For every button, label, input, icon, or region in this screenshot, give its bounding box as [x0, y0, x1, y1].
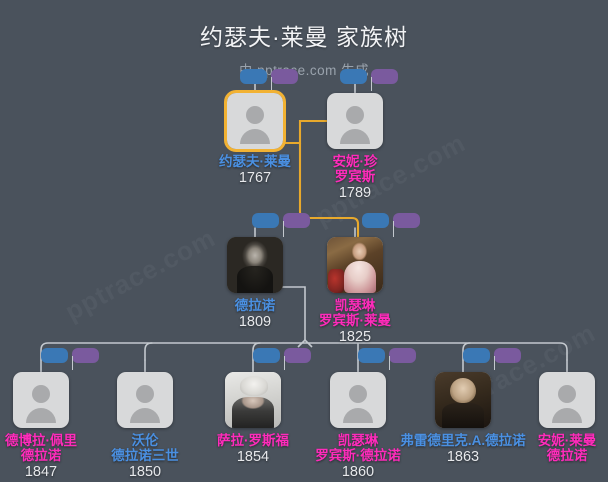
badge-pair-joseph[interactable] [240, 69, 298, 84]
badge-blue-icon[interactable] [252, 213, 279, 228]
portrait-delano[interactable] [227, 237, 283, 293]
person-name: 凯瑟琳 罗宾斯·德拉诺 [315, 433, 401, 463]
badge-purple-icon[interactable] [283, 213, 310, 228]
badge-blue-icon[interactable] [463, 348, 490, 363]
portrait-anne-jean-robbins[interactable] [327, 93, 383, 149]
portrait-frederic-a-delano[interactable] [435, 372, 491, 428]
portrait-anne-lyman-delano[interactable] [539, 372, 595, 428]
portrait-catherine-robbins-lyman[interactable] [327, 237, 383, 293]
person-node-catherine-robbins-delano[interactable]: 凯瑟琳 罗宾斯·德拉诺 1860 [306, 372, 410, 480]
person-node-joseph-lyman[interactable]: 约瑟夫·莱曼 1767 [203, 90, 307, 186]
person-year: 1809 [238, 314, 272, 330]
avatar-placeholder-icon [240, 129, 270, 144]
avatar-placeholder-icon [343, 408, 373, 423]
person-name: 约瑟夫·莱曼 [219, 154, 291, 169]
person-name: 弗雷德里克.A.德拉诺 [400, 433, 526, 448]
avatar-placeholder-icon [130, 408, 160, 423]
portrait-warren-delano-iii[interactable] [117, 372, 173, 428]
badge-purple-icon[interactable] [393, 213, 420, 228]
badge-blue-icon[interactable] [41, 348, 68, 363]
portrait-sarah-roosevelt[interactable] [225, 372, 281, 428]
badge-purple-icon[interactable] [72, 348, 99, 363]
person-name: 安妮·莱曼 德拉诺 [537, 433, 597, 463]
badge-purple-icon[interactable] [284, 348, 311, 363]
badge-purple-icon[interactable] [371, 69, 398, 84]
badge-link-anne [371, 77, 372, 91]
person-name: 萨拉·罗斯福 [217, 433, 289, 448]
badge-pair-delano[interactable] [252, 213, 310, 228]
portrait-catherine-robbins-delano[interactable] [330, 372, 386, 428]
person-node-warren-delano-iii[interactable]: 沃伦 德拉诺三世 1850 [93, 372, 197, 480]
badge-blue-icon[interactable] [358, 348, 385, 363]
link-sibling-2 [144, 342, 153, 361]
person-node-deborah-perry-delano[interactable]: 德博拉·佩里 德拉诺 1847 [0, 372, 93, 480]
person-year: 1863 [446, 449, 480, 465]
badge-purple-icon[interactable] [271, 69, 298, 84]
person-year: 1860 [341, 464, 375, 480]
person-node-catherine-robbins-lyman[interactable]: 凯瑟琳 罗宾斯·莱曼 1825 [303, 237, 407, 345]
badge-purple-icon[interactable] [389, 348, 416, 363]
avatar-placeholder-icon [552, 408, 582, 423]
badge-pair-child-5[interactable] [463, 348, 521, 363]
badge-pair-child-3[interactable] [253, 348, 311, 363]
avatar-placeholder-icon [136, 385, 154, 403]
person-name: 沃伦 德拉诺三世 [111, 433, 179, 463]
person-name: 德拉诺 [234, 298, 276, 313]
badge-pair-anne[interactable] [340, 69, 398, 84]
badge-purple-icon[interactable] [494, 348, 521, 363]
person-node-anne-lyman-delano[interactable]: 安妮·莱曼 德拉诺 [515, 372, 608, 464]
badge-pair-child-4[interactable] [358, 348, 416, 363]
badge-link-catherine [393, 221, 394, 237]
person-year: 1825 [338, 329, 372, 345]
badge-blue-icon[interactable] [240, 69, 267, 84]
person-year: 1789 [338, 185, 372, 201]
badge-blue-icon[interactable] [253, 348, 280, 363]
link-gen2-spouse [282, 286, 306, 341]
avatar-placeholder-icon [340, 129, 370, 144]
person-name: 凯瑟琳 罗宾斯·莱曼 [319, 298, 391, 328]
avatar-placeholder-icon [26, 408, 56, 423]
badge-link-child-4 [389, 356, 390, 370]
link-junction-caret [297, 338, 313, 348]
avatar-placeholder-icon [346, 106, 364, 124]
portrait-photo [435, 372, 491, 428]
portrait-photo [327, 237, 383, 293]
badge-blue-icon[interactable] [340, 69, 367, 84]
person-year: 1767 [238, 170, 272, 186]
portrait-deborah-perry-delano[interactable] [13, 372, 69, 428]
badge-pair-child-1[interactable] [41, 348, 99, 363]
portrait-photo [227, 237, 283, 293]
avatar-placeholder-icon [558, 385, 576, 403]
badge-link-child-1 [72, 356, 73, 370]
badge-pair-catherine[interactable] [362, 213, 420, 228]
avatar-placeholder-icon [349, 385, 367, 403]
badge-link-joseph [271, 77, 272, 91]
badge-link-delano [283, 221, 284, 237]
avatar-placeholder-icon [246, 106, 264, 124]
badge-blue-icon[interactable] [362, 213, 389, 228]
badge-link-child-3 [284, 356, 285, 370]
person-name: 安妮·珍 罗宾斯 [332, 154, 378, 184]
person-name: 德博拉·佩里 德拉诺 [5, 433, 77, 463]
badge-link-child-5 [494, 356, 495, 370]
person-year: 1850 [128, 464, 162, 480]
portrait-photo [225, 372, 281, 428]
person-node-frederic-a-delano[interactable]: 弗雷德里克.A.德拉诺 1863 [400, 372, 526, 465]
link-sibling-bus [40, 342, 568, 361]
person-year: 1854 [236, 449, 270, 465]
link-highlight-spouse [281, 119, 329, 145]
person-year: 1847 [24, 464, 58, 480]
person-node-sarah-roosevelt[interactable]: 萨拉·罗斯福 1854 [201, 372, 305, 465]
person-node-anne-jean-robbins[interactable]: 安妮·珍 罗宾斯 1789 [303, 93, 407, 201]
avatar-placeholder-icon [32, 385, 50, 403]
portrait-joseph-lyman[interactable] [224, 90, 286, 152]
person-node-delano[interactable]: 德拉诺 1809 [203, 237, 307, 330]
